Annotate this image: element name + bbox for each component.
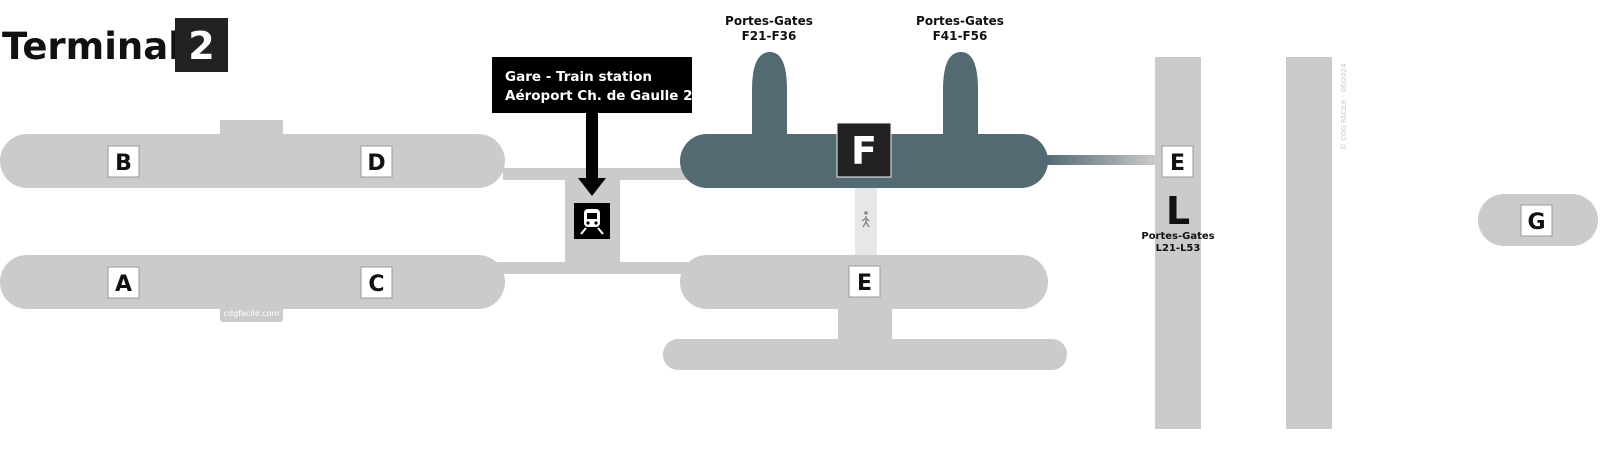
hall-label-l[interactable]: L — [1166, 189, 1190, 233]
svg-text:E: E — [857, 271, 872, 296]
arrow-down-icon — [578, 113, 606, 196]
map-title: Terminal — [2, 25, 181, 68]
pier-m[interactable] — [1286, 57, 1332, 429]
svg-text:D: D — [367, 151, 385, 176]
station-name-line1: Gare - Train station — [505, 69, 652, 85]
hall-label-e[interactable]: E — [848, 265, 881, 298]
gates-f1-range: F21-F36 — [742, 29, 797, 43]
hall-label-a[interactable]: A — [107, 266, 140, 299]
copyright-watermark: © CDG FACILE - 06/2024 — [1340, 63, 1348, 150]
svg-text:A: A — [115, 272, 132, 297]
hall-bd[interactable] — [0, 134, 505, 188]
gates-f1-heading: Portes-Gates — [725, 14, 813, 28]
svg-text:F: F — [851, 129, 877, 173]
station-callout[interactable]: Gare - Train station Aéroport Ch. de Gau… — [492, 57, 692, 113]
svg-text:C: C — [368, 272, 384, 297]
site-watermark: cdgfacile.com — [224, 309, 280, 318]
terminal-number-badge — [175, 18, 228, 72]
gates-l-range: L21-L53 — [1156, 243, 1201, 254]
hall-label-c[interactable]: C — [360, 266, 393, 299]
hall-label-f[interactable]: F — [836, 122, 892, 178]
f-to-l-link — [1047, 155, 1157, 165]
svg-text:E: E — [1170, 151, 1185, 176]
e-satellite[interactable] — [663, 339, 1067, 370]
connector-lower — [497, 262, 688, 274]
hall-ac[interactable] — [0, 255, 505, 309]
svg-text:B: B — [115, 151, 132, 176]
hall-label-b[interactable]: B — [107, 145, 140, 178]
hall-label-g[interactable]: G — [1520, 204, 1553, 237]
gates-l-heading: Portes-Gates — [1141, 231, 1214, 242]
train-icon[interactable] — [574, 203, 610, 239]
hall-label-d[interactable]: D — [360, 145, 393, 178]
pier-f41-f56[interactable] — [943, 52, 978, 134]
gates-f2-heading: Portes-Gates — [916, 14, 1004, 28]
pedestrian-icon — [861, 211, 870, 228]
station-name-line2: Aéroport Ch. de Gaulle 2 — [505, 88, 692, 104]
gates-f2-range: F41-F56 — [933, 29, 988, 43]
pier-f21-f36[interactable] — [752, 52, 787, 134]
hall-label-e-small[interactable]: E — [1161, 145, 1194, 178]
pier-l[interactable] — [1155, 57, 1201, 429]
svg-text:G: G — [1527, 210, 1545, 235]
terminal-number: 2 — [188, 24, 214, 68]
